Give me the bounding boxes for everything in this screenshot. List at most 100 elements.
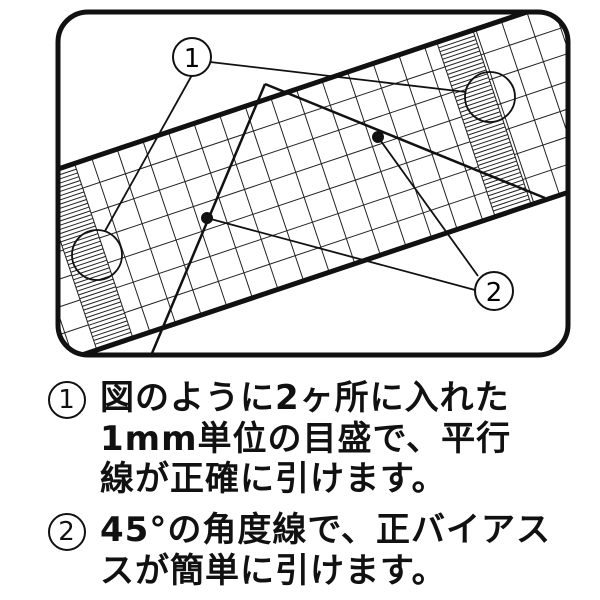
dot-left (201, 212, 213, 224)
grid-line (451, 73, 488, 87)
grid-line (461, 103, 498, 117)
grid-line (83, 297, 120, 311)
grid-line (58, 187, 83, 201)
ruler (0, 0, 600, 370)
grid-line (476, 149, 513, 163)
grid-line (372, 63, 433, 239)
grid-line (93, 327, 130, 341)
grid-line (90, 320, 128, 334)
grid-line (58, 214, 92, 228)
grid-line (74, 271, 111, 285)
grid-line (551, 12, 568, 179)
grid-line (347, 71, 407, 247)
grid-line (471, 134, 508, 148)
scale-highlight-left (71, 229, 123, 281)
grid-line (463, 111, 501, 125)
grid-line (500, 20, 561, 196)
grid-line (398, 54, 458, 230)
grid-line (474, 141, 511, 155)
grid-line (441, 42, 478, 56)
grid-line (82, 293, 119, 307)
grid-line (58, 183, 82, 197)
grid-line (448, 65, 486, 79)
ruler-diagram: 1 2 (0, 0, 600, 370)
grid-line (116, 148, 177, 324)
grid-line (484, 171, 521, 185)
grid-line (480, 160, 517, 174)
grid-line (0, 201, 22, 370)
grid-line (0, 192, 48, 366)
grid-line (80, 290, 118, 304)
grid-line (458, 96, 496, 110)
grid-line (438, 35, 475, 49)
grid-line (75, 274, 113, 288)
grid-line (482, 168, 520, 182)
grid-line (486, 179, 524, 193)
grid-line (578, 0, 600, 169)
grid-line (452, 77, 489, 91)
grid-line (423, 46, 484, 222)
marker-1: 1 (48, 380, 86, 419)
frame (55, 9, 571, 358)
dot-right (372, 131, 384, 143)
grid-line (85, 305, 123, 319)
grid-line (87, 309, 124, 323)
grid-line (295, 89, 356, 264)
grid-line (489, 187, 526, 201)
grid-line (449, 69, 487, 83)
grid-line (442, 46, 479, 60)
callout-1: 1 (172, 37, 212, 77)
grid-line (58, 202, 88, 216)
grid-line (490, 190, 527, 204)
grid-line (467, 122, 505, 136)
grid-line (60, 229, 97, 243)
grid-line (58, 198, 87, 213)
grid-line (63, 236, 100, 250)
grid-line (468, 126, 506, 140)
grid-line (92, 324, 129, 338)
grid-line (58, 176, 80, 190)
grid-line (477, 152, 515, 166)
svg-text:2: 2 (486, 278, 503, 308)
grid-line (444, 54, 482, 68)
grid-line (219, 114, 279, 290)
grid-line (61, 233, 99, 247)
grid-line (58, 217, 94, 231)
grid-line (475, 145, 512, 159)
grid-line (479, 156, 516, 170)
grid-line (88, 312, 125, 326)
grid-line (79, 286, 116, 300)
grid-line (77, 278, 114, 292)
grid-line (94, 331, 132, 345)
grid-line (460, 99, 497, 113)
grid-line (73, 267, 110, 281)
grid-line (167, 131, 228, 307)
grid-line (321, 80, 381, 256)
grid-line (447, 61, 484, 75)
grid-line (89, 316, 127, 330)
grid-line (455, 84, 492, 98)
grid-line (462, 107, 499, 121)
grid-line (193, 123, 253, 299)
grid-line (84, 301, 121, 315)
grid-line (439, 39, 477, 53)
grid-line (443, 50, 480, 64)
grid-line (58, 183, 74, 355)
grid-line (270, 97, 330, 273)
grid-line (244, 106, 305, 281)
grid-line (470, 130, 507, 144)
grid-line (142, 140, 202, 316)
grid-line (493, 198, 530, 212)
grid-line (446, 58, 483, 72)
callout-2: 2 (474, 271, 514, 311)
grid-line (58, 221, 95, 235)
grid-line (491, 194, 529, 208)
grid-line (472, 137, 510, 151)
grid-line (58, 195, 86, 209)
grid-line (71, 263, 109, 277)
marker-2: 2 (48, 512, 86, 551)
grid-line (58, 180, 81, 194)
grid-line (68, 252, 105, 266)
